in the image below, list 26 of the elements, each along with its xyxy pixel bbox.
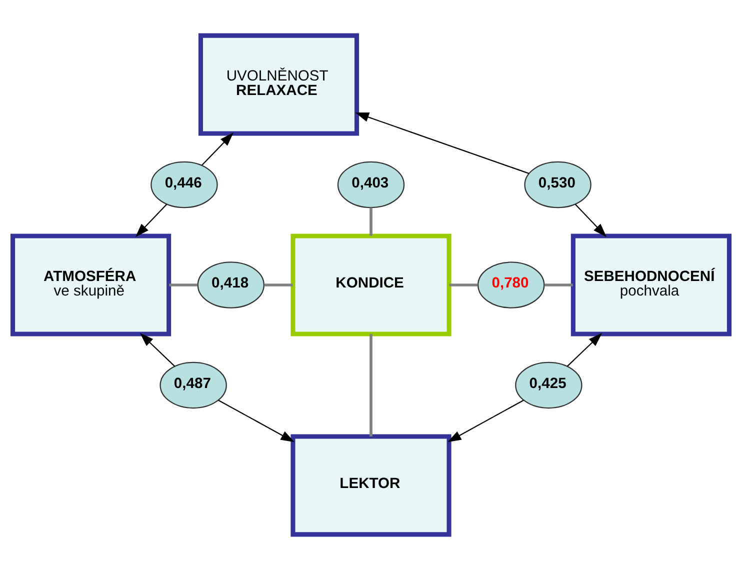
- node-box: ATMOSFÉRA ve skupině: [10, 234, 172, 336]
- node-box: KONDICE: [290, 234, 452, 336]
- node-ellipse: 0,403: [337, 161, 405, 208]
- node-ellipse: 0,487: [160, 362, 227, 409]
- node-box: SEBEHODNOCENÍ pochvala: [570, 234, 732, 336]
- node-ellipse: 0,446: [150, 161, 218, 208]
- node-ellipse: 0,780: [478, 262, 545, 308]
- connector: [264, 284, 293, 286]
- arrow: [218, 400, 294, 442]
- arrow: [202, 132, 234, 166]
- connector: [370, 208, 372, 236]
- node-ellipse: 0,418: [197, 262, 264, 308]
- arrow: [567, 333, 602, 367]
- node-box: LEKTOR: [290, 434, 452, 537]
- connector: [544, 284, 573, 286]
- connector: [449, 284, 478, 286]
- arrow: [140, 333, 175, 367]
- node-ellipse: 0,425: [515, 362, 582, 409]
- arrow: [574, 204, 607, 237]
- arrow: [448, 400, 524, 442]
- connector: [169, 284, 198, 286]
- arrow: [135, 204, 168, 237]
- node-box: UVOLNĚNOST RELAXACE: [198, 33, 360, 136]
- connector: [370, 334, 372, 436]
- node-ellipse: 0,530: [524, 161, 592, 208]
- arrow: [355, 112, 530, 174]
